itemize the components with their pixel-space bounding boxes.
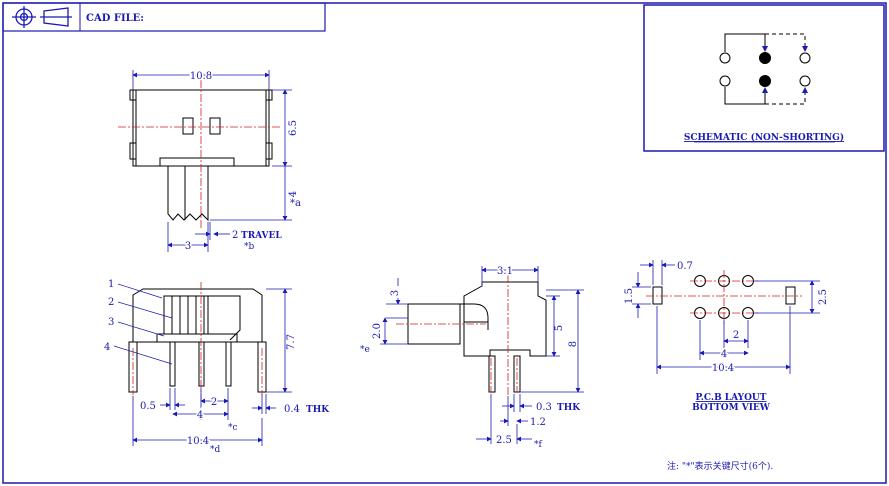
side-view: 3.1 3 5 8 2.0 *e 0.3 THK 1.2 2.5 *f bbox=[360, 265, 584, 450]
front-callout-3: 3 bbox=[108, 317, 114, 328]
schematic-terminal-bl bbox=[719, 75, 731, 87]
side-thk-dim: 0.3 bbox=[536, 402, 552, 413]
top-width-dim: 10.8 bbox=[190, 71, 212, 82]
pcb-pad-left bbox=[652, 286, 663, 305]
schematic-common-top bbox=[759, 52, 771, 64]
front-overall-note: *d bbox=[210, 445, 221, 455]
pcb-pitch-dim: 2 bbox=[733, 330, 739, 341]
top-actuator-note: *a bbox=[290, 198, 301, 209]
pcb-row-gap-dim: 2.5 bbox=[818, 289, 829, 305]
schematic-terminal-tr bbox=[799, 52, 811, 64]
schematic-terminal-br bbox=[799, 75, 811, 87]
pcb-label-line2: BOTTOM VIEW bbox=[692, 403, 771, 413]
front-pin-span-dim: 4 bbox=[197, 410, 203, 421]
top-view: 10.8 6.5 4 *a 3 2 TRAVEL *b bbox=[118, 70, 301, 254]
side-height-dim-b: 8 bbox=[568, 341, 579, 347]
schematic-label: SCHEMATIC (NON-SHORTING) bbox=[684, 132, 844, 143]
top-travel-label: TRAVEL bbox=[241, 231, 282, 241]
top-actuator-width-dim: 3 bbox=[185, 241, 191, 252]
side-top-dim: 3.1 bbox=[497, 266, 513, 277]
pcb-pad-right bbox=[785, 286, 796, 305]
side-actuator-h-dim: 2.0 bbox=[372, 323, 383, 339]
side-pitch-note: *f bbox=[534, 440, 543, 450]
front-thk-label: THK bbox=[306, 405, 330, 415]
side-height-dim-a: 5 bbox=[554, 325, 565, 331]
third-angle-projection-icon bbox=[12, 6, 72, 28]
front-height-dim: 7.7 bbox=[286, 334, 297, 350]
pcb-layout: 0.7 1.5 2.5 2 4 10.4 P.C.B LAYOUT BOTTOM… bbox=[624, 260, 829, 413]
title-block: CAD FILE: bbox=[2, 2, 326, 32]
side-left-dim: 3 bbox=[390, 290, 401, 296]
top-travel-dim: 2 bbox=[232, 230, 238, 241]
schematic-panel: SCHEMATIC (NON-SHORTING) bbox=[643, 4, 885, 152]
pcb-pad-h-dim: 1.5 bbox=[624, 288, 635, 304]
side-offset-dim: 1.2 bbox=[530, 417, 546, 428]
pcb-span-dim: 4 bbox=[721, 349, 727, 360]
front-pitch-dim: 2 bbox=[211, 397, 217, 408]
side-actuator-h-note: *e bbox=[360, 345, 370, 355]
front-callout-1: 1 bbox=[108, 279, 114, 290]
top-travel-note: *b bbox=[244, 242, 255, 252]
front-callout-4: 4 bbox=[104, 342, 110, 353]
cad-file-label: CAD FILE: bbox=[86, 13, 144, 24]
pcb-label-line1: P.C.B LAYOUT bbox=[696, 393, 767, 403]
front-pin-dia-dim: 0.5 bbox=[140, 401, 156, 412]
top-actuator-dim: 4 bbox=[288, 191, 299, 197]
pcb-pad-w-dim: 0.7 bbox=[677, 261, 693, 272]
side-thk-label: THK bbox=[557, 403, 581, 413]
front-pin-span-note: *c bbox=[228, 423, 238, 433]
schematic-terminal-tl bbox=[719, 52, 731, 64]
front-callout-2: 2 bbox=[108, 297, 114, 308]
front-thk-dim: 0.4 bbox=[284, 404, 300, 415]
pcb-overall-dim: 10.4 bbox=[712, 363, 734, 374]
schematic-common-bottom bbox=[759, 75, 771, 87]
front-overall-dim: 10.4 bbox=[187, 436, 209, 447]
side-pitch-dim: 2.5 bbox=[496, 435, 512, 446]
key-dimension-note: 注: "*"表示关键尺寸(6个). bbox=[667, 460, 773, 472]
front-view: 1 2 3 4 7.7 bbox=[104, 279, 330, 455]
top-height-dim: 6.5 bbox=[288, 120, 299, 136]
